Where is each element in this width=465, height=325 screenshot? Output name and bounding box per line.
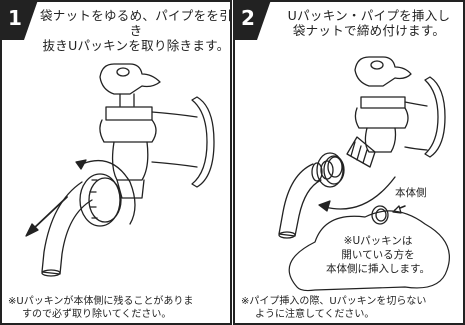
- step-2-note-line1: ※パイプ挿入の際、Uパッキンを切らない: [241, 296, 427, 307]
- step-1-note: ※Uパッキンが本体側に残ることがありま すので必ず取り除いてください。: [8, 295, 230, 321]
- u-packing-ring: [327, 156, 343, 178]
- step-2-heading-line1: Uパッキン・パイプを挿入し: [287, 8, 451, 23]
- insert-arrow-icon: [318, 176, 396, 212]
- callout-bubble: [288, 210, 450, 292]
- cap-nut: [316, 152, 345, 188]
- faucet-body: [99, 106, 198, 199]
- rotate-arrow-icon: [75, 159, 136, 225]
- step-2-note-line2: ように注意してください。: [255, 309, 375, 320]
- wall-flange: [191, 96, 215, 188]
- callout-line2: 開いている方を: [341, 249, 415, 261]
- cap-nut: [79, 173, 122, 227]
- step-1-heading-line2: 抜きUパッキンを取り除きます。: [42, 38, 230, 53]
- pipe: [41, 181, 93, 277]
- step-2-heading: Uパッキン・パイプを挿入し 袋ナットで締め付けます。: [273, 8, 465, 38]
- faucet-assembly-illustration: [278, 56, 446, 239]
- step-1-badge: 1: [0, 0, 38, 40]
- step-2-panel: 2 Uパッキン・パイプを挿入し 袋ナットで締め付けます。: [233, 0, 465, 325]
- step-1-heading-line1: 袋ナットをゆるめ、パイプをを引き: [40, 8, 233, 38]
- step-2-callout: ※Uパッキンは 開いている方を 本体側に挿入します。: [303, 234, 453, 276]
- step-2-heading-line2: 袋ナットで締め付けます。: [292, 23, 446, 38]
- step-2-note: ※パイプ挿入の際、Uパッキンを切らない ように注意してください。: [241, 295, 463, 321]
- faucet-handle-icon: [354, 56, 412, 87]
- step-1-note-line2: すので必ず取り除いてください。: [22, 309, 172, 320]
- pull-arrow-icon: [25, 196, 68, 237]
- step-badge-shape: [0, 0, 38, 40]
- step-2-number: 2: [241, 6, 255, 30]
- callout-line3: 本体側に挿入します。: [326, 263, 430, 275]
- step-1-heading: 袋ナットをゆるめ、パイプをを引き 抜きUパッキンを取り除きます。: [40, 8, 232, 53]
- pipe: [278, 162, 323, 239]
- faucet-removal-illustration: [25, 63, 215, 277]
- step-1-note-line1: ※Uパッキンが本体側に残ることがありま: [8, 296, 194, 307]
- step-1-panel: 1 袋ナットをゆるめ、パイプをを引き 抜きUパッキンを取り除きます。: [0, 0, 232, 325]
- faucet-body: [354, 96, 428, 153]
- threaded-spout: [346, 136, 376, 168]
- step-2-badge: 2: [233, 0, 271, 40]
- callout-line1: ※Uパッキンは: [343, 235, 413, 247]
- faucet-handle-icon: [99, 63, 161, 107]
- body-side-label: 本体側: [395, 187, 427, 199]
- step-badge-shape: [233, 0, 271, 40]
- wall-flange: [424, 76, 446, 158]
- step-1-number: 1: [8, 6, 22, 30]
